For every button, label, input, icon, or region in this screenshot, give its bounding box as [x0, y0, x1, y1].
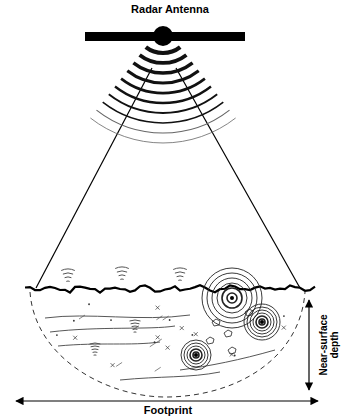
beam-edge: [36, 68, 152, 288]
reflection-wave: [130, 320, 141, 322]
radar-wave: [127, 71, 198, 83]
scatter-wave: [259, 319, 265, 325]
soil-mark: [88, 303, 90, 305]
radar-wave: [140, 55, 187, 63]
depth-label: Near-surface depth: [318, 306, 340, 384]
buried-object: [194, 353, 198, 357]
subsurface-boundary: [30, 292, 305, 397]
soil-mark: [282, 326, 286, 330]
scatter-wave: [227, 293, 237, 303]
reflection-wave: [119, 274, 126, 276]
soil-mark: [73, 336, 77, 340]
radar-wave: [115, 87, 211, 104]
scatter-wave: [244, 304, 280, 340]
scatter-wave: [247, 307, 277, 337]
rock: [206, 337, 214, 344]
scatter-wave: [190, 349, 202, 361]
reflection-wave: [120, 279, 123, 280]
radar-wave: [133, 63, 192, 73]
radar-wave: [121, 79, 205, 93]
soil-mark: [154, 341, 156, 343]
scatter-wave: [187, 346, 205, 364]
soil-mark: [156, 316, 162, 320]
depth-arrow: [308, 300, 309, 390]
soil-layer: [58, 342, 160, 346]
scatter-wave: [212, 278, 252, 318]
scatter-wave: [222, 288, 242, 308]
soil-mark: [163, 316, 169, 320]
scatter-wave: [202, 268, 262, 328]
radar-wave: [90, 118, 235, 143]
reflection-wave: [133, 328, 138, 329]
scatter-wave: [184, 343, 208, 367]
reflection-wave: [132, 326, 139, 328]
soil-mark: [56, 334, 58, 336]
soil-mark: [180, 326, 184, 330]
soil-mark: [116, 362, 122, 366]
footprint-arrow: [16, 400, 318, 401]
reflection-wave: [93, 351, 98, 352]
radar-wave: [97, 110, 230, 133]
reflection-wave: [177, 275, 184, 277]
reflection-wave: [94, 354, 97, 355]
soil-mark: [79, 315, 85, 319]
reflection-wave: [178, 280, 181, 281]
scatter-wave: [250, 310, 274, 334]
soil-mark: [169, 319, 171, 321]
soil-mark: [191, 334, 193, 336]
soil-mark: [73, 320, 75, 322]
soil-mark: [156, 335, 160, 339]
soil-mark: [110, 319, 112, 321]
antenna-hub: [153, 26, 173, 46]
reflection-wave: [173, 268, 187, 270]
reflection-wave: [117, 271, 127, 272]
reflection-wave: [66, 281, 69, 282]
buried-object: [260, 320, 264, 324]
soil-mark: [194, 332, 198, 336]
reflection-wave: [91, 346, 100, 348]
reflection-wave: [63, 273, 73, 274]
soil-mark: [283, 315, 285, 317]
rock: [228, 347, 236, 354]
soil-mark: [150, 343, 156, 347]
soil-mark: [234, 355, 236, 357]
ground-surface: [25, 285, 315, 292]
scatter-wave: [181, 340, 211, 370]
soil-mark: [155, 367, 161, 371]
soil-layer: [50, 326, 175, 332]
soil-mark: [156, 339, 162, 343]
reflection-wave: [115, 267, 129, 269]
scatter-wave: [253, 313, 271, 331]
radar-waves: [90, 47, 235, 143]
scatter-wave: [217, 283, 247, 313]
footprint-label: Footprint: [108, 404, 228, 416]
soil-mark: [156, 306, 160, 310]
reflection-wave: [65, 276, 72, 278]
rock: [224, 330, 232, 337]
reflection-wave: [92, 349, 99, 351]
radar-wave: [103, 102, 224, 123]
radar-wave: [109, 94, 217, 113]
reflection-wave: [131, 323, 140, 325]
soil-mark: [111, 363, 115, 367]
antenna-label: Radar Antenna: [110, 3, 230, 15]
scatter-wave: [207, 273, 257, 323]
reflection-wave: [61, 269, 75, 271]
reflection-wave: [90, 343, 101, 345]
soil-layer: [120, 372, 220, 380]
reflection-wave: [175, 272, 185, 273]
scatter-wave: [193, 352, 199, 358]
scatter-wave: [256, 316, 268, 328]
radar-wave: [146, 47, 180, 53]
soil-mark: [166, 346, 170, 350]
buried-object: [230, 296, 234, 300]
beam-edge: [176, 68, 300, 288]
reflection-wave: [134, 331, 137, 332]
